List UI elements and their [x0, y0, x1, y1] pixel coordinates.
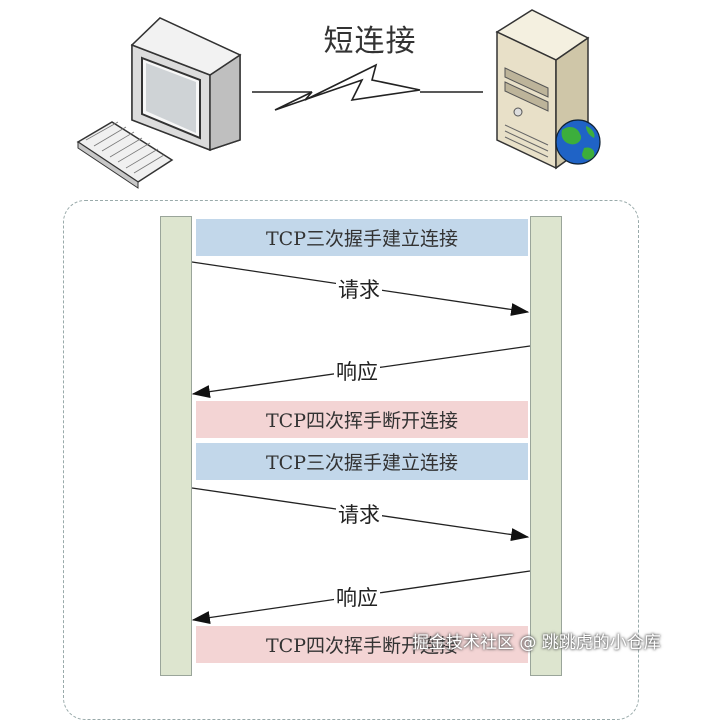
- keyboard-icon: [76, 121, 174, 189]
- lightning-icon: [252, 63, 483, 111]
- response-label: 响应: [334, 582, 380, 612]
- client-lifeline: [160, 216, 192, 676]
- computer-icon: [130, 17, 242, 152]
- illustration-layer: [76, 9, 601, 625]
- request-label: 请求: [336, 274, 382, 304]
- tcp-handshake-bar: TCP三次握手建立连接: [196, 219, 528, 256]
- globe-icon: [555, 119, 601, 165]
- watermark: 掘金技术社区 @ 跳跳虎的小仓库: [412, 633, 661, 653]
- tcp-teardown-bar: TCP四次挥手断开连接: [196, 626, 528, 663]
- response-label: 响应: [334, 356, 380, 386]
- tcp-teardown-bar: TCP四次挥手断开连接: [196, 401, 528, 438]
- diagram-title: 短连接: [323, 24, 417, 59]
- tcp-handshake-bar: TCP三次握手建立连接: [196, 443, 528, 480]
- request-label: 请求: [336, 499, 382, 529]
- server-lifeline: [530, 216, 562, 676]
